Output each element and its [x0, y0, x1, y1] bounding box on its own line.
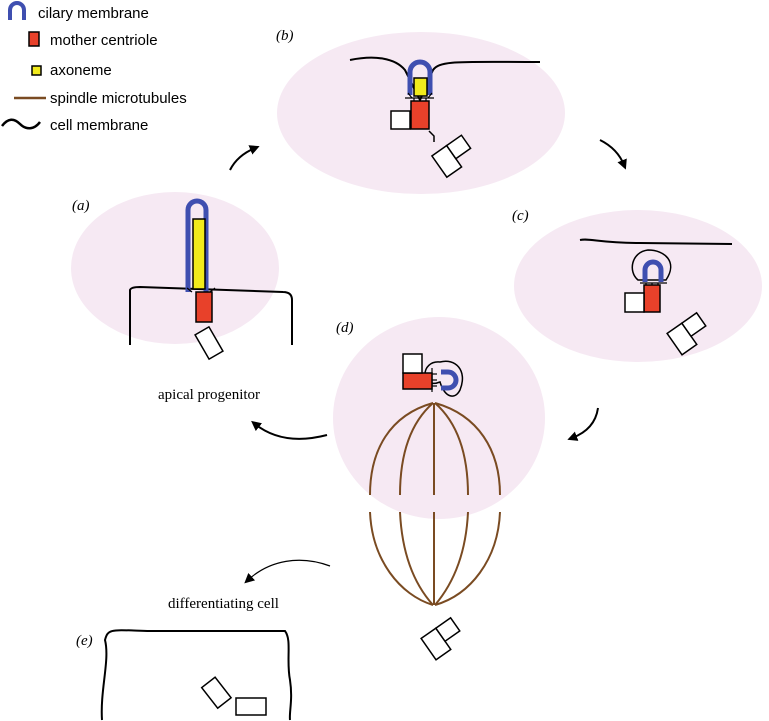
- arrow-a-to-b: [229, 145, 260, 171]
- mother-centriole-b: [410, 100, 430, 130]
- centriole-pair-d: [420, 616, 461, 661]
- cell-membrane-icon: [1, 118, 41, 130]
- legend-label-mother-centriole: mother centriole: [50, 32, 158, 49]
- daughter-centriole-d: [402, 353, 423, 374]
- mother-centriole-c: [643, 284, 661, 313]
- mother-centriole-icon: [28, 31, 40, 47]
- axoneme-a: [192, 218, 206, 290]
- panel-label-c: (c): [512, 208, 529, 224]
- cilary-membrane-icon: [8, 1, 26, 20]
- cell-membrane-c: [579, 238, 733, 245]
- cell-membrane-e: [100, 629, 293, 721]
- daughter-centriole-a: [194, 325, 224, 361]
- arrow-d-to-e: [244, 559, 331, 584]
- cell-body-d: [333, 317, 545, 519]
- axoneme-b: [413, 77, 428, 97]
- daughter-centriole-c: [624, 292, 645, 313]
- caption-differentiating-cell: differentiating cell: [168, 596, 279, 612]
- legend-label-cell-membrane: cell membrane: [50, 117, 148, 134]
- panel-label-d: (d): [336, 320, 354, 336]
- daughter-centriole-e: [200, 676, 233, 710]
- panel-d: (d): [333, 317, 545, 661]
- daughter-centriole-b: [390, 110, 411, 130]
- cell-membrane-b: [349, 56, 541, 103]
- cell-body-c: [514, 210, 762, 362]
- ciliary-membrane-d: [441, 369, 459, 391]
- arrow-d-to-a: [251, 420, 328, 440]
- mother-centriole-d: [402, 372, 433, 390]
- panel-b: (b): [276, 28, 565, 194]
- legend: cilary membrane mother centriole axoneme…: [1, 1, 187, 134]
- cell-body-a: [71, 192, 279, 344]
- arrow-c-to-d: [567, 407, 599, 441]
- centriole-pair-c: [666, 311, 707, 356]
- ciliary-membrane-b: [407, 59, 433, 95]
- arrow-b-to-c: [599, 139, 627, 170]
- cycle-arrows: [229, 139, 627, 584]
- panel-e: (e) differentiating cell: [76, 596, 293, 721]
- mother-centriole-a: [195, 291, 213, 323]
- panel-a: (a) apical progenitor: [71, 192, 293, 403]
- cell-membrane-a: [129, 285, 293, 345]
- legend-label-spindle-microtubules: spindle microtubules: [50, 90, 187, 107]
- vesicle-c: [631, 249, 672, 281]
- ciliary-membrane-a: [185, 198, 209, 292]
- tether-b: [428, 130, 435, 142]
- mother-centriole-e: [235, 697, 267, 716]
- caption-apical-progenitor: apical progenitor: [158, 387, 260, 403]
- panel-label-a: (a): [72, 198, 90, 214]
- legend-label-cilary-membrane: cilary membrane: [38, 5, 149, 22]
- panel-label-e: (e): [76, 633, 93, 649]
- axoneme-icon: [31, 65, 42, 76]
- spindle-d: [369, 402, 501, 606]
- ciliary-membrane-c: [642, 259, 664, 282]
- centriole-pair-b: [430, 134, 472, 179]
- panel-label-b: (b): [276, 28, 294, 44]
- legend-label-axoneme: axoneme: [50, 62, 112, 79]
- panel-c: (c): [512, 208, 762, 362]
